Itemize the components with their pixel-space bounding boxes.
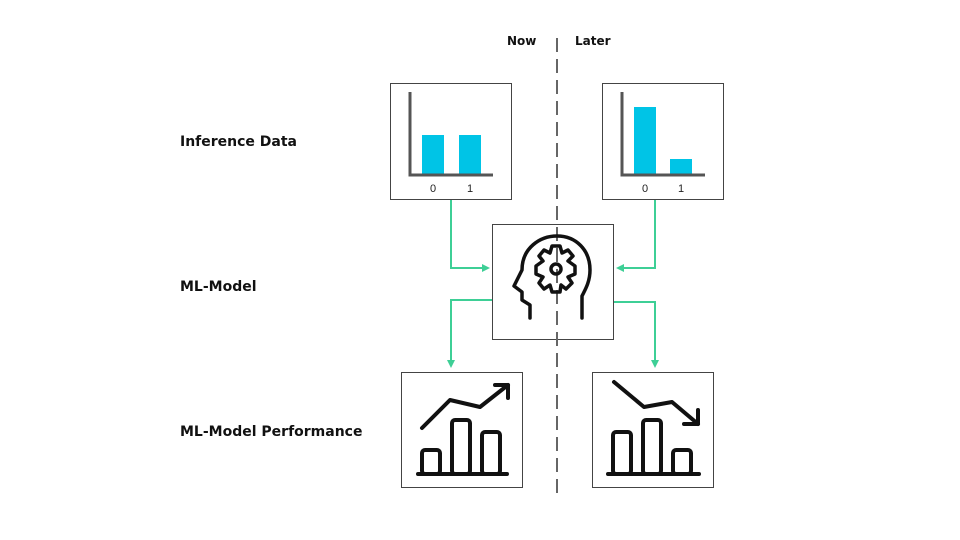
head-gear-icon [512,234,592,320]
x-tick-label: 0 [642,183,648,195]
arrow-inference-later-to-model [616,200,656,272]
row-label-inference-data: Inference Data [180,134,298,150]
arrow-model-to-performance-later [614,301,659,368]
arrow-inference-now-to-model [450,200,490,272]
row-label-ml-model-performance: ML-Model Performance [180,424,363,440]
x-tick-label: 1 [678,183,684,195]
chart-trending-down-icon [606,380,701,476]
bar-1 [670,159,692,175]
chart-trending-up-icon [416,383,510,476]
bar-1 [459,135,481,175]
column-label-later: Later [575,34,611,48]
chart-axes [408,92,493,177]
arrow-model-to-performance-now [447,299,492,368]
row-label-ml-model: ML-Model [180,279,257,295]
ml-model-box [492,224,614,340]
bar-0 [634,107,656,175]
bar-0 [422,135,444,175]
x-tick-label: 0 [430,183,436,195]
x-tick-label: 1 [467,183,473,195]
column-label-now: Now [507,34,537,48]
chart-axes [620,92,705,177]
